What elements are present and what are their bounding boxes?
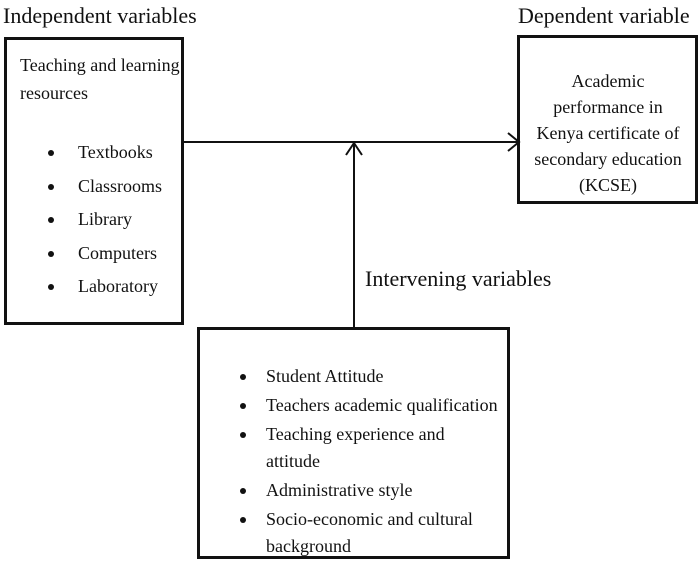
list-item: Library xyxy=(48,203,162,237)
list-item: Socio-economic and cultural background xyxy=(240,506,500,560)
list-item: Classrooms xyxy=(48,170,162,204)
list-item: Computers xyxy=(48,237,162,271)
intervening-variables-box: Student Attitude Teachers academic quali… xyxy=(197,327,510,559)
intervening-variables-heading: Intervening variables xyxy=(365,266,552,291)
independent-variables-list: Textbooks Classrooms Library Computers L… xyxy=(48,136,162,304)
list-item: Laboratory xyxy=(48,270,162,304)
intervening-variables-list: Student Attitude Teachers academic quali… xyxy=(240,363,500,562)
list-item: Teachers academic qualification xyxy=(240,392,500,419)
list-item: Student Attitude xyxy=(240,363,500,390)
list-item: Textbooks xyxy=(48,136,162,170)
dependent-variable-heading: Dependent variable xyxy=(518,3,690,28)
right-arrowhead-icon xyxy=(507,132,521,152)
independent-box-title: Teaching and learning resources xyxy=(20,55,180,103)
dependent-variable-box: Academic performance in Kenya certificat… xyxy=(517,35,698,204)
independent-variables-heading: Independent variables xyxy=(3,3,197,28)
list-item: Teaching experience and attitude xyxy=(240,421,500,475)
list-item: Administrative style xyxy=(240,477,500,504)
up-arrowhead-icon xyxy=(345,141,363,156)
independent-variables-box: Teaching and learning resources Textbook… xyxy=(4,37,184,325)
dependent-variable-text: Academic performance in Kenya certificat… xyxy=(534,71,682,195)
